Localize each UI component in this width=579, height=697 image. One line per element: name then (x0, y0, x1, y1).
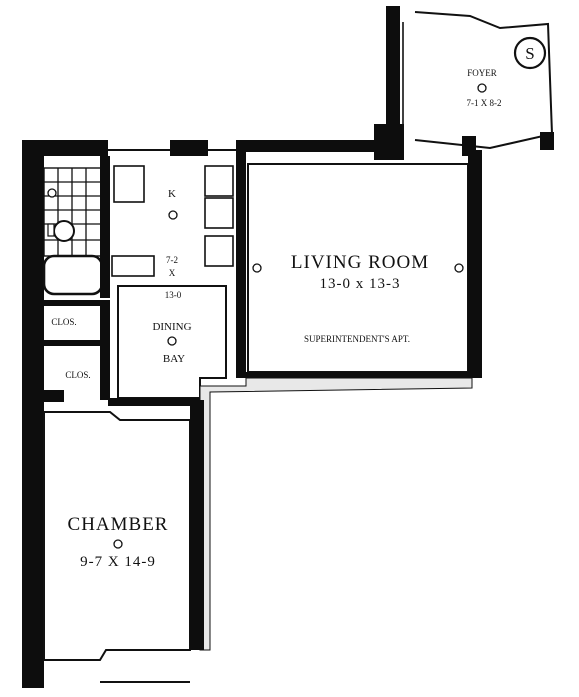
chamber-light-icon (113, 539, 123, 549)
foyer-room (374, 6, 554, 160)
living-room-dims: 13-0 x 13-3 (320, 276, 401, 292)
closet-2-label: CLOS. (65, 370, 90, 380)
stair-badge-letter: S (525, 44, 534, 63)
kitchen-dim-bottom: 13-0 (165, 290, 182, 300)
dining-name: DINING (152, 321, 191, 333)
bath-light-icon (47, 188, 57, 198)
dining-sub: BAY (163, 353, 185, 365)
living-light-icon-right (454, 263, 464, 273)
closets (44, 300, 110, 402)
kitchen-dim-top: 7-2 (166, 255, 178, 265)
foyer-light-icon (477, 83, 487, 93)
exterior-walls (22, 140, 376, 688)
foyer-dims: 7-1 X 8-2 (467, 98, 502, 108)
kitchen-name: K (168, 188, 176, 200)
chamber-dims: 9-7 X 14-9 (80, 554, 156, 570)
dining-light-icon (167, 336, 177, 346)
dining-bay (108, 285, 227, 406)
chamber-name: CHAMBER (68, 514, 169, 535)
foyer-name: FOYER (467, 68, 497, 78)
kitchen-dim-x: X (169, 268, 176, 278)
closet-1-label: CLOS. (51, 317, 76, 327)
living-room-name: LIVING ROOM (291, 252, 429, 273)
living-light-icon-left (252, 263, 262, 273)
kitchen-light-icon (168, 210, 178, 220)
bathroom (42, 156, 110, 298)
chamber-room (43, 400, 204, 683)
kitchen (111, 152, 246, 378)
living-room-note: SUPERINTENDENT'S APT. (304, 334, 410, 344)
stair-badge: S (513, 36, 547, 70)
